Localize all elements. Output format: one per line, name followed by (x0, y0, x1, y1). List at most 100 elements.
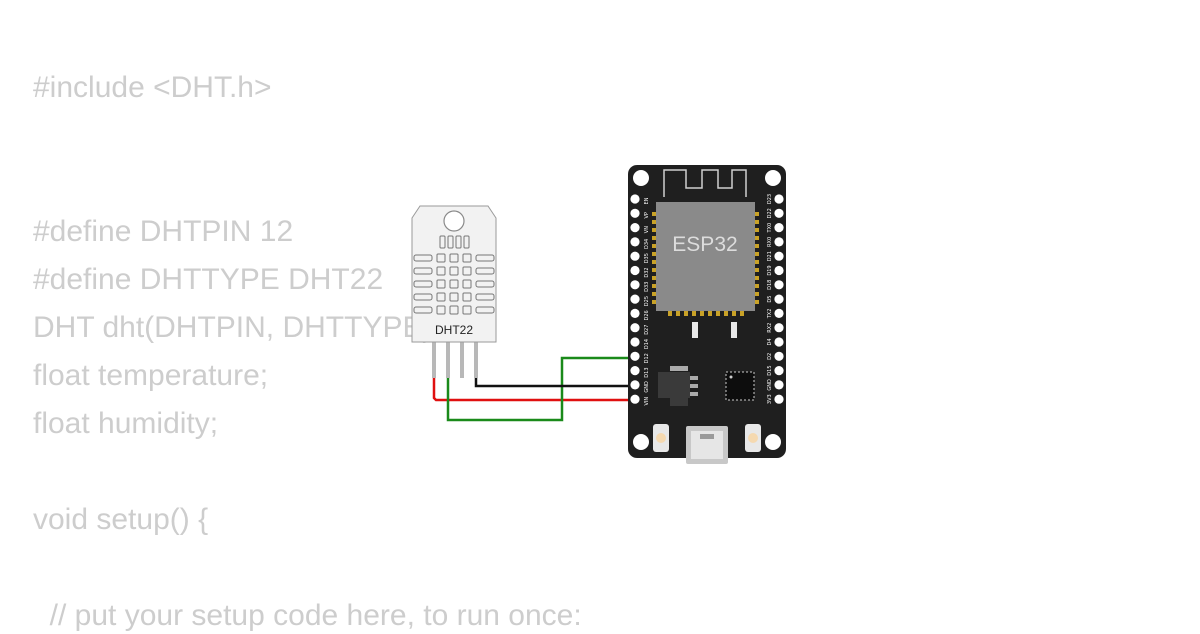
chip-pad (652, 276, 656, 280)
chip-pad (755, 300, 759, 304)
grille-hole (449, 305, 459, 315)
reset-button[interactable] (745, 424, 761, 452)
chip-pad (755, 284, 759, 288)
pin-gnd[interactable] (630, 380, 640, 390)
pin-d13[interactable] (630, 366, 640, 376)
grille-slot (475, 306, 495, 314)
chip-pad (732, 311, 736, 316)
grille-hole (462, 292, 472, 302)
pin-label: EN (644, 197, 650, 204)
pin-label: D26 (644, 310, 650, 320)
pin-vin[interactable] (630, 394, 640, 404)
pin-label: D13 (644, 367, 650, 377)
pin-d33[interactable] (630, 280, 640, 290)
chip-pads (652, 212, 759, 316)
left-pin-header: ENVPVND34D35D32D33D25D26D27D14D12D13GNDV… (630, 194, 650, 406)
code-line-define-dhtpin: #define DHTPIN 12 (33, 215, 294, 248)
mount-hole-bottom-right (765, 434, 781, 450)
esp32-board[interactable]: ESP32 (628, 165, 786, 464)
pin-label: TX2 (767, 309, 773, 320)
boot-button[interactable] (653, 424, 669, 452)
grille-hole (449, 266, 459, 276)
grille-hole (449, 279, 459, 289)
grille-slot (413, 293, 433, 301)
chip-pad (668, 311, 672, 316)
pin-label: D35 (644, 253, 650, 263)
chip-pad (755, 276, 759, 280)
pin-label: D18 (767, 280, 773, 290)
pin-d21[interactable] (774, 251, 784, 261)
chip-pad (724, 311, 728, 316)
wire-data[interactable] (446, 356, 636, 422)
pin-rx2[interactable] (774, 323, 784, 333)
grille-slot (455, 235, 462, 249)
pin-d4[interactable] (774, 337, 784, 347)
pin-label: D34 (644, 239, 650, 249)
pin-3v3[interactable] (774, 394, 784, 404)
pin-label: TX0 (767, 223, 773, 234)
chip-pad (652, 268, 656, 272)
pin-d19[interactable] (774, 265, 784, 276)
wire-ground[interactable] (474, 378, 636, 388)
chip-pad (652, 284, 656, 288)
pin-en[interactable] (630, 194, 640, 204)
grille-hole (449, 292, 459, 302)
pin-tx0[interactable] (774, 223, 784, 233)
sensor-leg-data (446, 340, 450, 378)
grille-hole (436, 266, 446, 276)
chip-pad (740, 311, 744, 316)
pin-label: D25 (644, 296, 650, 306)
grille-slot (475, 267, 495, 275)
pin-label: D22 (767, 208, 773, 218)
right-pin-header: D23D22TX0RX0D21D19D18D5TX2RX2D4D2D15GND3… (767, 194, 784, 404)
pin-d22[interactable] (774, 208, 784, 218)
usb-connector[interactable] (686, 426, 728, 464)
voltage-regulator (658, 366, 698, 406)
pin-d18[interactable] (774, 280, 784, 290)
pin-label: D32 (644, 267, 650, 277)
grille-slot (475, 254, 495, 262)
sensor-body (411, 205, 497, 343)
pin-d32[interactable] (630, 265, 640, 276)
sensor-leg-gnd (474, 340, 478, 378)
pin-gnd[interactable] (774, 380, 784, 390)
pin-label: D19 (767, 265, 773, 275)
pin-d25[interactable] (630, 294, 640, 304)
pin-label: D2 (767, 353, 773, 360)
usb-serial-chip (725, 371, 755, 401)
pin-label: D27 (644, 325, 650, 335)
pin-vn[interactable] (630, 223, 640, 233)
chip-pad (708, 311, 712, 316)
grille-slot (447, 235, 454, 249)
code-line-include: #include <DHT.h> (33, 71, 272, 104)
chip-pad (755, 220, 759, 224)
pin-d27[interactable] (630, 323, 640, 333)
pin-d23[interactable] (774, 194, 784, 204)
grille-slot (475, 293, 495, 301)
dht22-sensor[interactable]: DHT22 (411, 205, 497, 378)
pin-d14[interactable] (630, 337, 640, 347)
pin-d2[interactable] (774, 351, 784, 361)
pin-d12[interactable] (630, 351, 640, 361)
pin-d34[interactable] (630, 237, 640, 247)
pin-tx2[interactable] (774, 308, 784, 318)
mount-hole-top-right (765, 170, 781, 186)
chip-pad (700, 311, 704, 316)
chip-pad (755, 292, 759, 296)
pin-rx0[interactable] (774, 237, 784, 247)
pin-d5[interactable] (774, 294, 784, 304)
chip-pad (652, 228, 656, 232)
pin-vp[interactable] (630, 208, 640, 218)
grille-slot (413, 280, 433, 288)
esp32-chip (656, 202, 755, 311)
mount-hole-bottom-left (633, 434, 649, 450)
chip-pad (755, 252, 759, 256)
pin-d35[interactable] (630, 251, 640, 261)
chip-pad (755, 228, 759, 232)
grille-hole (462, 305, 472, 315)
wire-power[interactable] (432, 378, 636, 402)
pin-d15[interactable] (774, 366, 784, 376)
pin-d26[interactable] (630, 308, 640, 318)
